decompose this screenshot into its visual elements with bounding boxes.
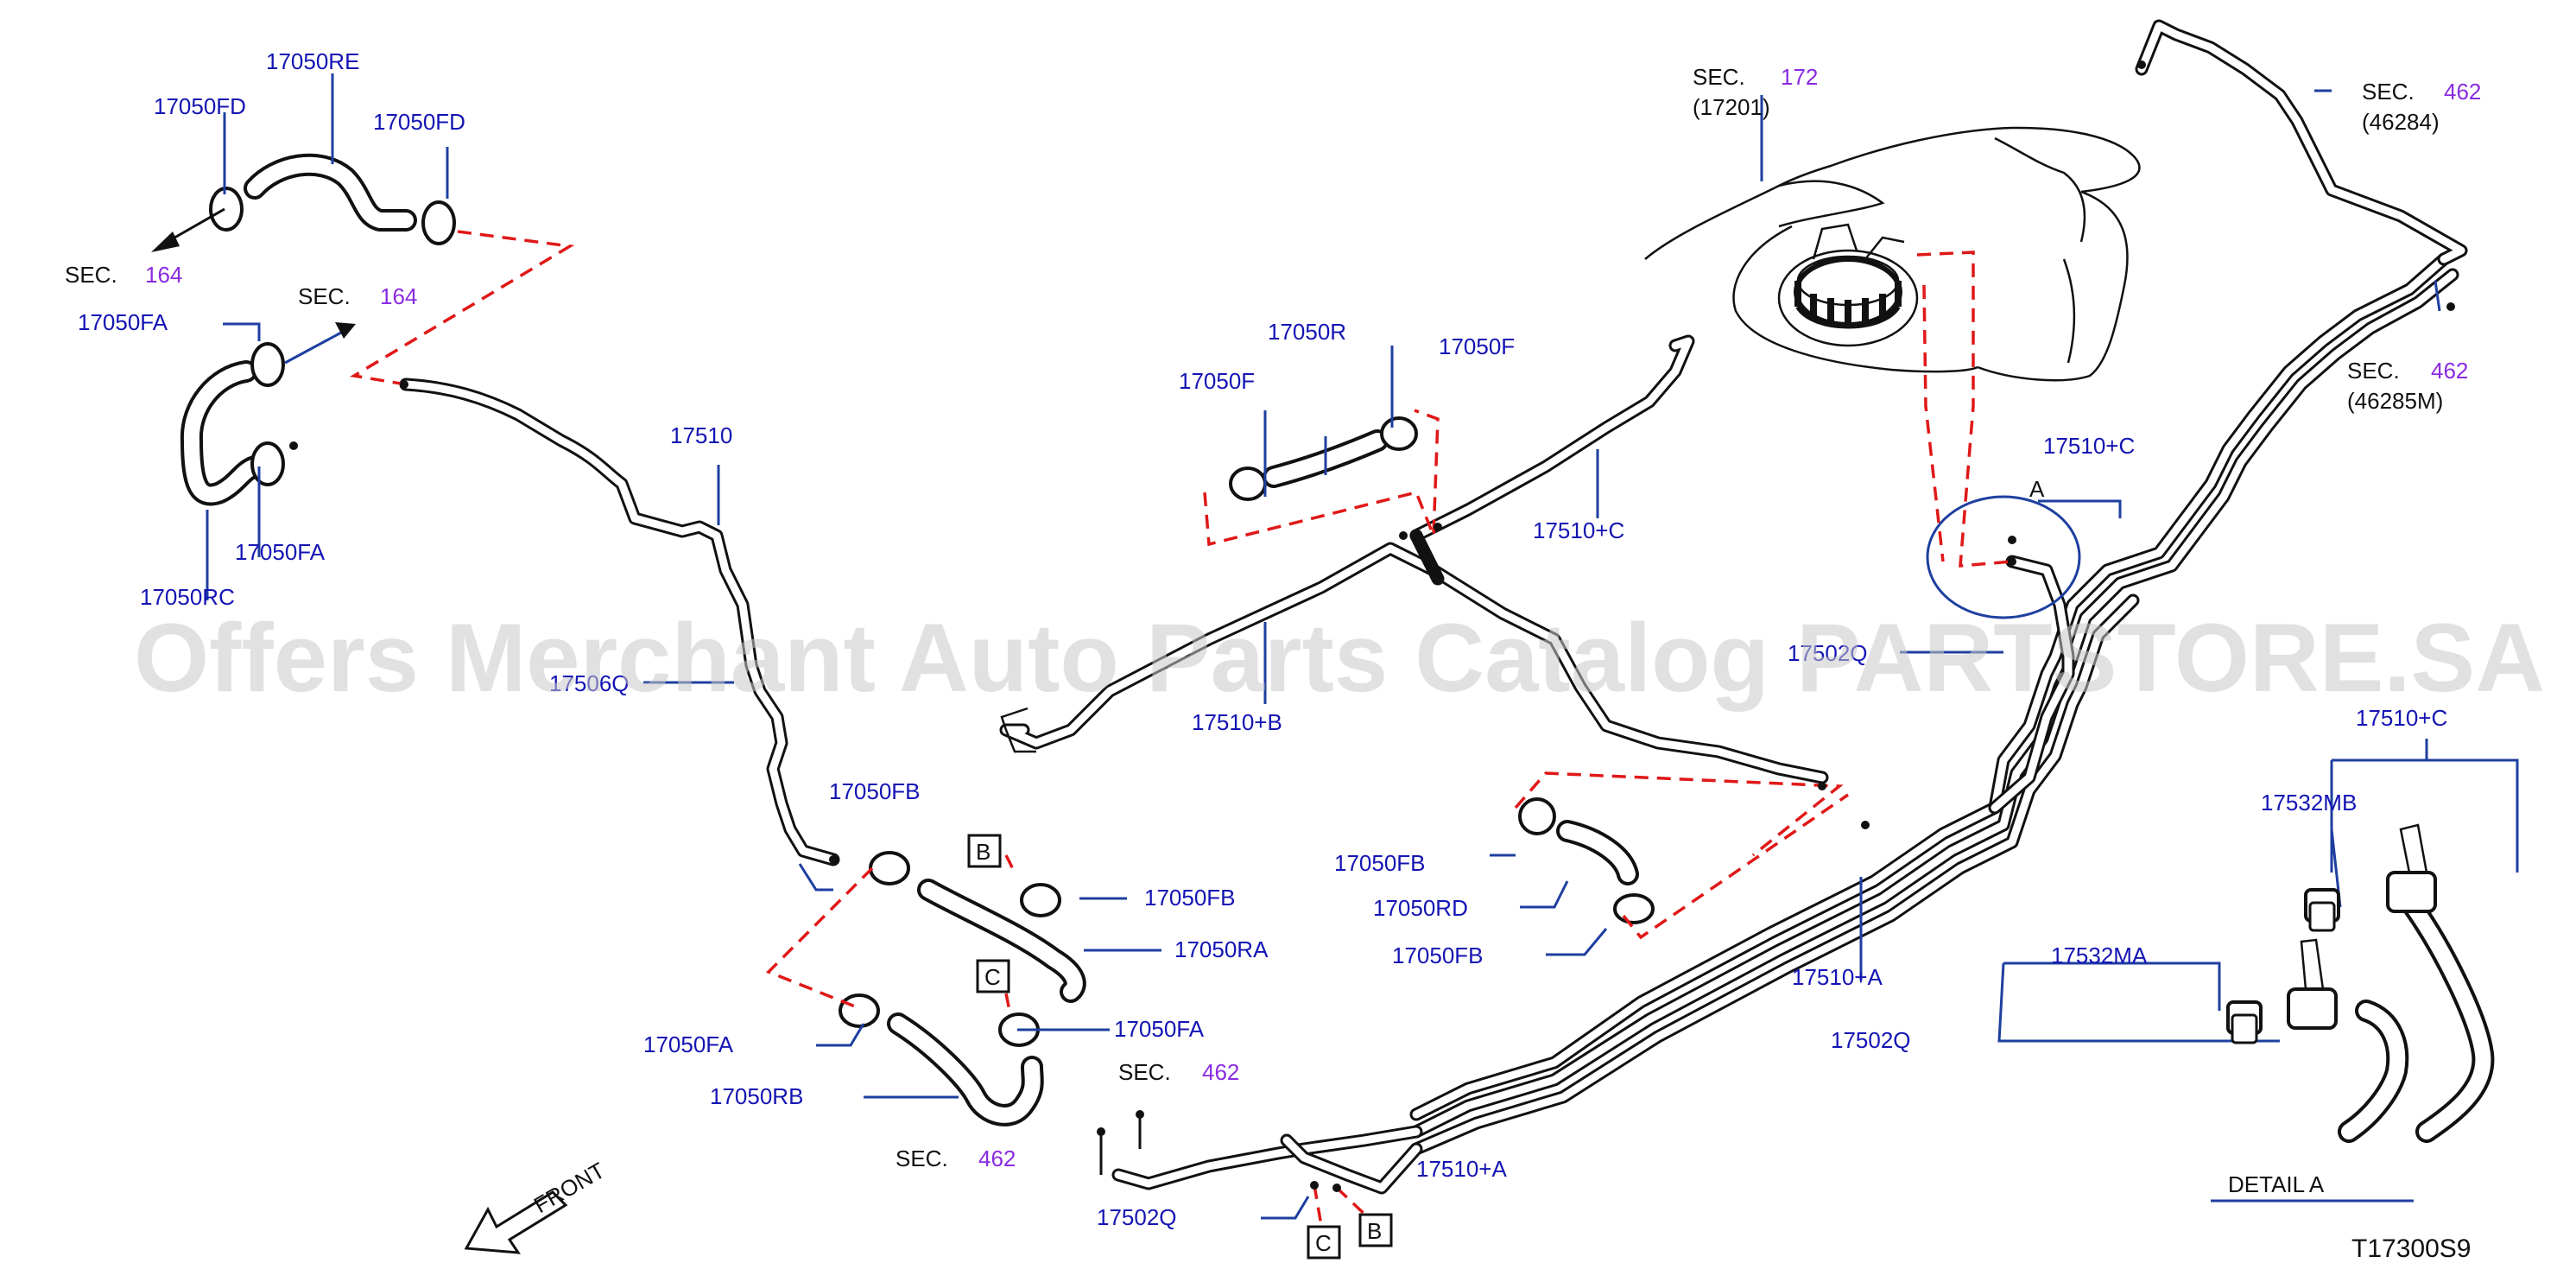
part-label[interactable]: 17050FA (78, 309, 168, 335)
part-label[interactable]: 17050FD (373, 109, 465, 135)
clamp-17050fd-b[interactable] (421, 200, 456, 245)
part-label[interactable]: 17050FB (1144, 885, 1236, 911)
part-label[interactable]: 17532MA (2051, 942, 2148, 968)
part-label[interactable]: 17050RD (1373, 895, 1468, 921)
part-label[interactable]: 17510 (670, 422, 732, 448)
front-label: FRONT (529, 1157, 610, 1218)
part-label[interactable]: 17050FA (1114, 1016, 1205, 1042)
part-label[interactable]: 17050F (1439, 333, 1515, 359)
section-sub: (46285M) (2347, 388, 2443, 414)
clamp-17050fa-a[interactable] (250, 342, 285, 387)
part-label[interactable]: 17502Q (1788, 640, 1868, 666)
part-label[interactable]: 17510+C (2043, 433, 2135, 459)
part-label[interactable]: 17510+A (1792, 964, 1883, 990)
part-label[interactable]: 17050FA (235, 539, 326, 565)
watermark: Offers Merchant Auto Parts Catalog PARTS… (134, 604, 2545, 712)
callout-letter: C (984, 964, 1001, 990)
section-prefix: SEC. (1118, 1059, 1171, 1085)
hose-17050re[interactable] (244, 153, 417, 232)
dashed-connectors (350, 230, 2013, 1236)
pipe-17510-c-upper[interactable] (1409, 334, 1695, 586)
part-label[interactable]: 17050F (1179, 368, 1255, 394)
section-prefix: SEC. (896, 1146, 948, 1171)
part-labels: 17050RE 17050FD 17050FD 17050FA 17050FA … (78, 48, 2447, 1230)
section-labels: SEC. 164 SEC. 164 SEC. 172 (17201) SEC. … (65, 64, 2481, 1171)
section-number[interactable]: 164 (380, 283, 417, 309)
section-prefix: SEC. (65, 262, 117, 288)
clamp-17050f-a[interactable] (1229, 466, 1267, 501)
part-label[interactable]: 17050R (1268, 319, 1346, 345)
part-label[interactable]: 17502Q (1097, 1204, 1177, 1230)
section-prefix: SEC. (2362, 79, 2415, 105)
part-label[interactable]: 17050RE (266, 48, 359, 74)
section-prefix: SEC. (1693, 64, 1745, 90)
section-number[interactable]: 462 (1202, 1059, 1239, 1085)
detail-a-letter: A (2029, 476, 2045, 502)
part-label[interactable]: 17502Q (1831, 1027, 1911, 1053)
callout-letter: B (976, 839, 991, 865)
clamp-17050fb-b[interactable] (1020, 883, 1061, 917)
pipe-bundle-main[interactable] (1409, 19, 2468, 1156)
arrow-icon (151, 232, 180, 252)
part-label[interactable]: 17510+B (1192, 709, 1282, 735)
part-label[interactable]: 17510+C (2356, 705, 2447, 731)
part-label[interactable]: 17506Q (549, 670, 630, 696)
detail-label: DETAIL A (2228, 1171, 2325, 1197)
arrow-icon (335, 322, 356, 339)
hose-17050r[interactable] (1263, 429, 1389, 488)
section-number[interactable]: 462 (2431, 358, 2468, 384)
arrow-icon (284, 331, 342, 365)
detail-a-marker[interactable] (1926, 495, 2081, 619)
section-number[interactable]: 172 (1781, 64, 1818, 90)
callout-box-c-top[interactable] (976, 959, 1010, 993)
hose-17050rc[interactable] (180, 360, 266, 506)
fuel-tank (1644, 126, 2141, 382)
part-label[interactable]: 17050RC (140, 584, 235, 610)
pipe-17502q-lower[interactable] (1099, 1114, 1423, 1195)
callout-boxes: B C C B A (967, 476, 2045, 1260)
part-label[interactable]: 17050FA (643, 1031, 734, 1057)
clamp-17050fb-c[interactable] (1518, 797, 1556, 835)
section-number[interactable]: 462 (978, 1146, 1016, 1171)
section-number[interactable]: 462 (2444, 79, 2481, 105)
part-label[interactable]: 17050FB (1392, 942, 1484, 968)
callout-box-b-top[interactable] (967, 834, 1002, 868)
hose-17050rd[interactable] (1556, 820, 1639, 885)
clamp-17050fb-a[interactable] (869, 851, 910, 885)
clamp-17050fd-a[interactable] (209, 187, 244, 232)
hose-17050ra[interactable] (917, 879, 1086, 1003)
part-label[interactable]: 17050FB (1334, 850, 1426, 876)
arrow-icons (151, 207, 568, 1254)
callout-letter: C (1315, 1230, 1332, 1256)
part-label[interactable]: 17050FD (154, 93, 246, 119)
clamp-17050fb-d[interactable] (1613, 893, 1655, 924)
part-label[interactable]: 17050FB (829, 778, 921, 804)
section-sub: (17201) (1693, 94, 1770, 120)
section-sub: (46284) (2362, 109, 2440, 135)
part-label[interactable]: 17050RA (1174, 936, 1269, 962)
clamp-17050fa-b[interactable] (250, 441, 285, 486)
connection-dots (289, 60, 2455, 1192)
clamp-17050f-b[interactable] (1380, 416, 1418, 451)
section-prefix: SEC. (2347, 358, 2400, 384)
clamp-17050fa-c[interactable] (839, 993, 880, 1028)
callout-letter: B (1367, 1218, 1382, 1244)
section-prefix: SEC. (298, 283, 351, 309)
callout-box-c-bottom[interactable] (1307, 1225, 1341, 1260)
part-label[interactable]: 17510+A (1416, 1156, 1507, 1182)
section-number[interactable]: 164 (145, 262, 182, 288)
part-label[interactable]: 17510+C (1533, 517, 1624, 543)
diagram-code: T17300S9 (2351, 1234, 2471, 1263)
callout-box-b-bottom[interactable] (1358, 1213, 1393, 1247)
hose-17050rb[interactable] (887, 1012, 1044, 1127)
part-label[interactable]: 17050RB (710, 1083, 803, 1109)
leader-lines (206, 73, 2441, 1220)
detail-a-view (1997, 739, 2519, 1203)
pipe-17510[interactable] (399, 378, 840, 866)
front-arrow-icon (464, 1190, 568, 1254)
part-label[interactable]: 17532MB (2261, 790, 2357, 816)
